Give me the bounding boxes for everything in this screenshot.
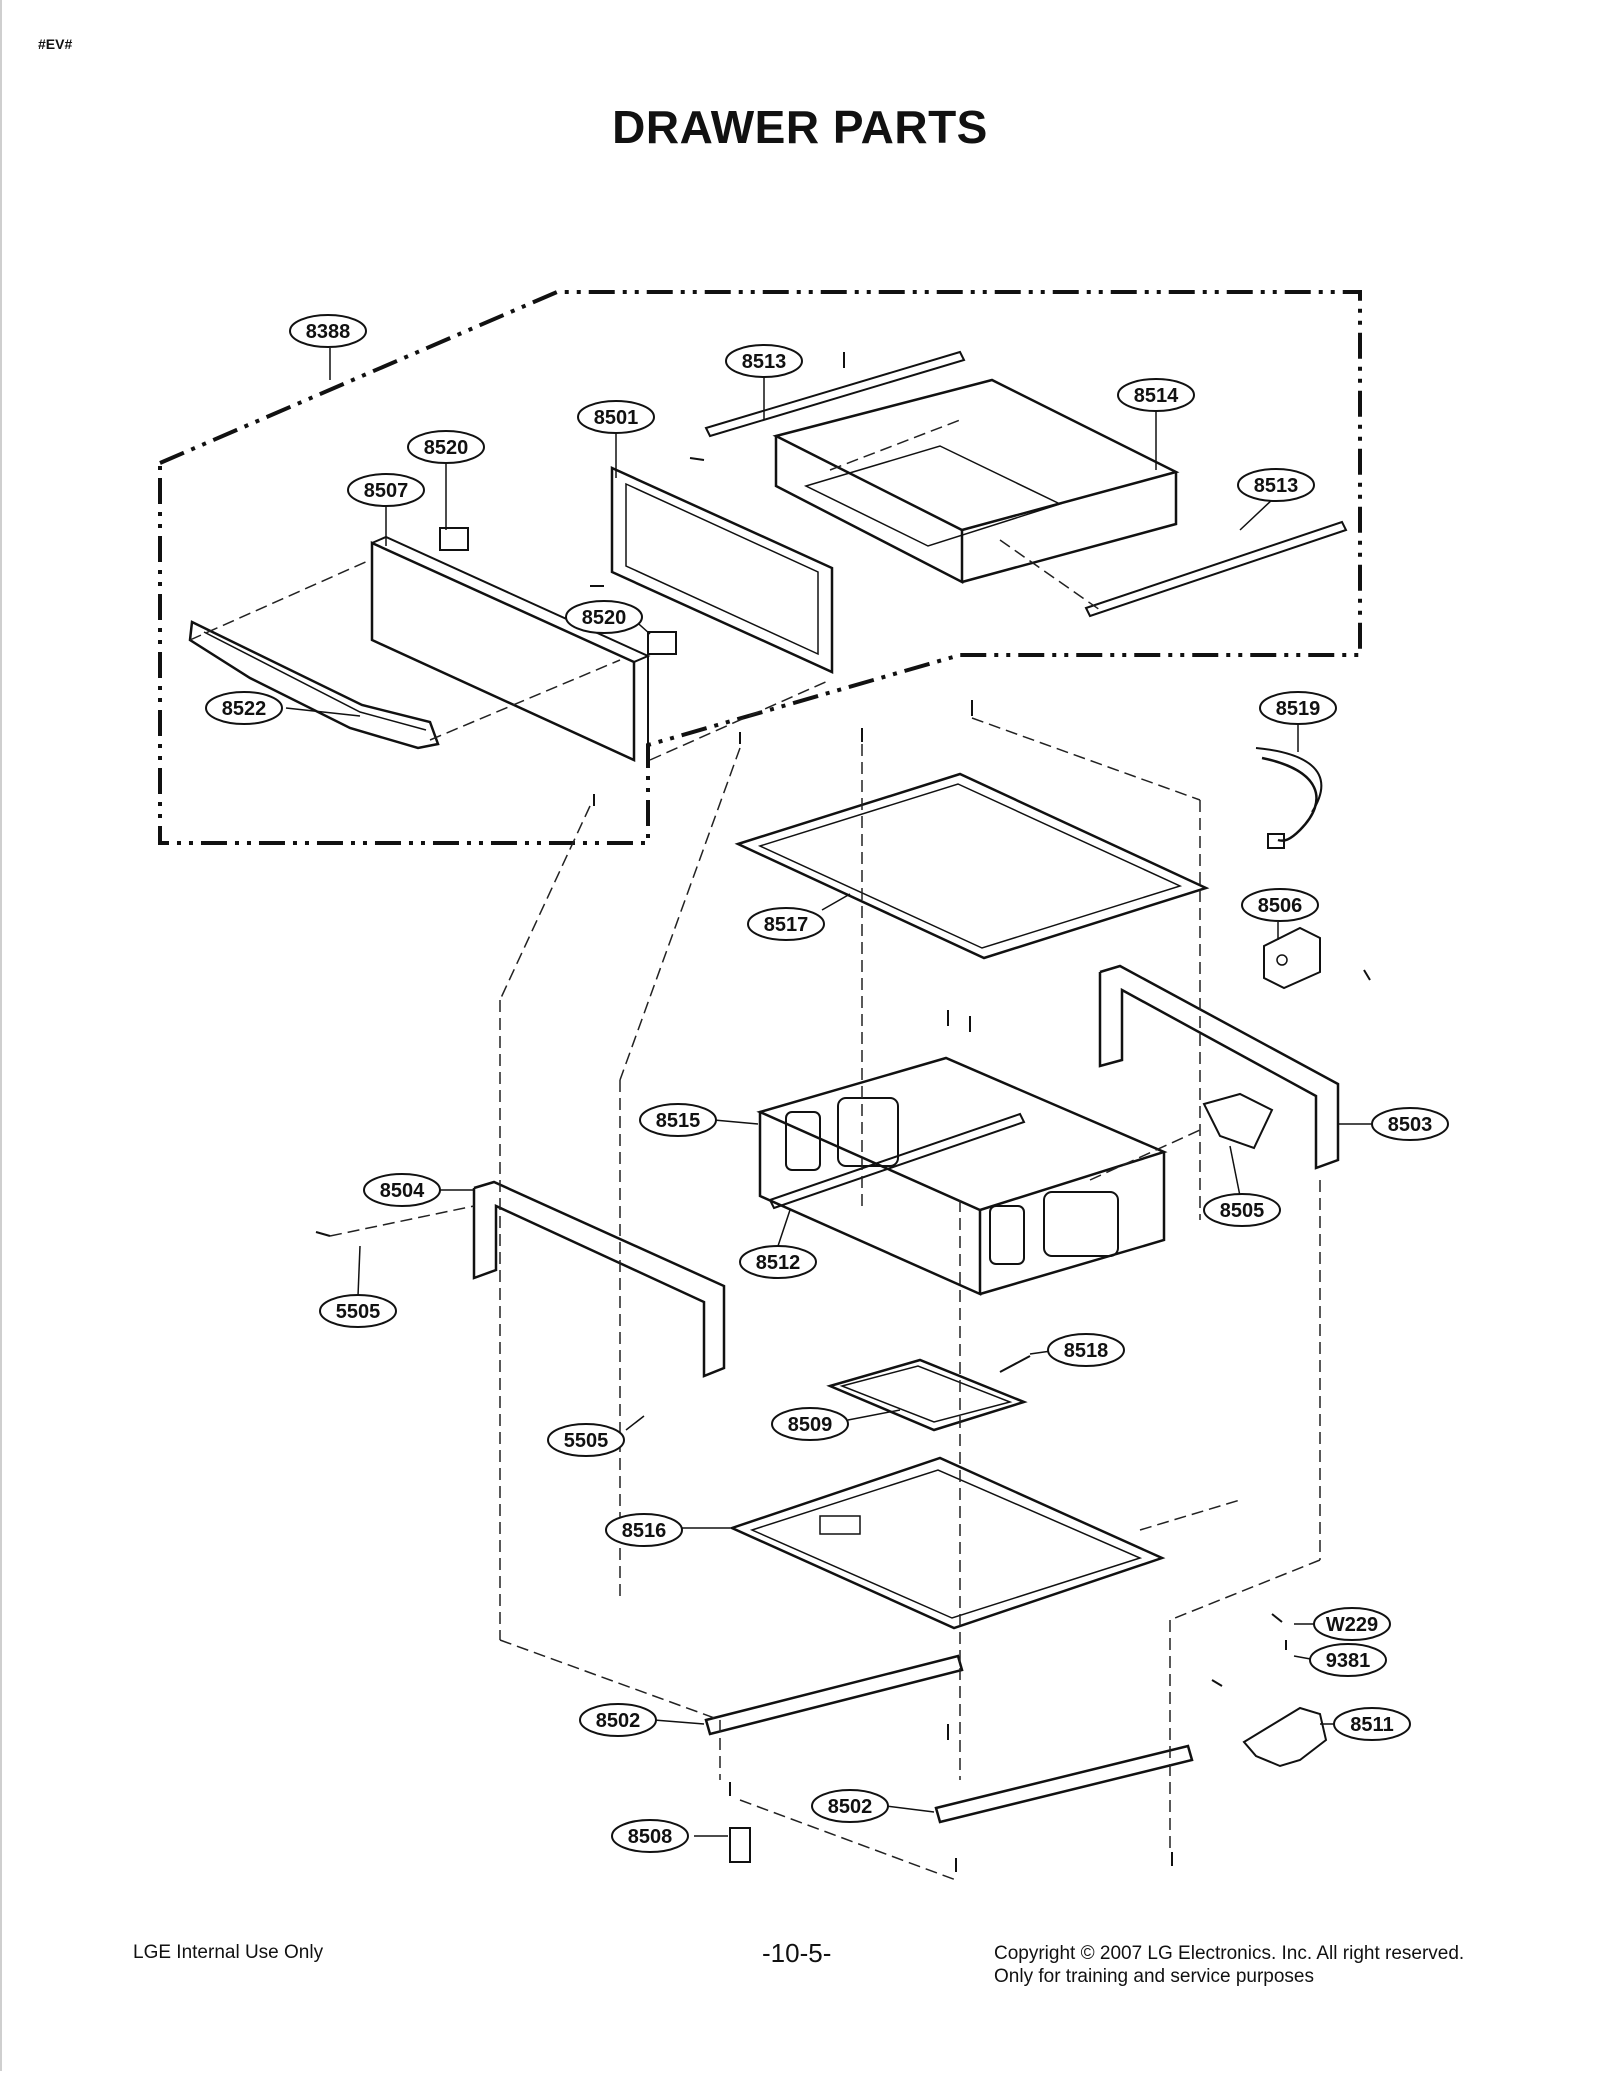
svg-text:8518: 8518 — [1064, 1340, 1109, 1362]
drawer-assembly-boundary — [158, 290, 1362, 845]
wire-harness-8519 — [1261, 756, 1318, 842]
callout-8520-lower: 8520 — [565, 600, 643, 634]
rail-8512 — [768, 1112, 1026, 1210]
callout-8520-upper: 8520 — [407, 430, 485, 464]
svg-text:8514: 8514 — [1134, 385, 1179, 407]
svg-text:8388: 8388 — [306, 321, 351, 343]
callout-8504: 8504 — [363, 1173, 441, 1207]
svg-text:8508: 8508 — [628, 1826, 673, 1848]
svg-text:8501: 8501 — [594, 407, 639, 429]
callout-8506: 8506 — [1241, 888, 1319, 922]
svg-text:8502: 8502 — [596, 1710, 641, 1732]
handle-8522 — [188, 620, 440, 750]
callout-8502-right: 8502 — [811, 1789, 889, 1823]
svg-text:8515: 8515 — [656, 1110, 701, 1132]
callout-5505-lower: 5505 — [547, 1423, 625, 1457]
callout-8502-left: 8502 — [579, 1703, 657, 1737]
page-title: DRAWER PARTS — [612, 101, 988, 153]
svg-text:8509: 8509 — [788, 1414, 833, 1436]
callout-8511: 8511 — [1333, 1707, 1411, 1741]
bottom-plate-8516 — [728, 1456, 1166, 1630]
footer-internal-use: LGE Internal Use Only — [133, 1942, 324, 1963]
svg-text:9381: 9381 — [1326, 1650, 1371, 1672]
bracket-8506 — [1263, 926, 1321, 990]
callout-8509: 8509 — [771, 1407, 849, 1441]
callout-W229: W229 — [1313, 1607, 1391, 1641]
frame-8501 — [610, 466, 834, 674]
callout-8513-right: 8513 — [1237, 468, 1315, 502]
bracket-8520-b — [647, 631, 677, 655]
svg-text:W229: W229 — [1326, 1614, 1378, 1636]
svg-text:8505: 8505 — [1220, 1200, 1265, 1222]
bracket-8511 — [1242, 1706, 1328, 1768]
svg-text:8513: 8513 — [1254, 475, 1299, 497]
callout-5505-left: 5505 — [319, 1294, 397, 1328]
callout-8501: 8501 — [577, 400, 655, 434]
svg-text:8522: 8522 — [222, 698, 267, 720]
callout-8503: 8503 — [1371, 1107, 1449, 1141]
svg-text:8513: 8513 — [742, 351, 787, 373]
callout-8512: 8512 — [739, 1245, 817, 1279]
drawer-box-8514 — [772, 378, 1180, 532]
callout-8513-upper: 8513 — [725, 344, 803, 378]
rail-8513-b — [1084, 520, 1348, 618]
bracket-8505 — [1202, 1092, 1274, 1150]
left-frame-8504 — [472, 1180, 726, 1378]
leveler-8508 — [729, 1827, 751, 1863]
svg-text:8511: 8511 — [1350, 1714, 1393, 1736]
callout-8522: 8522 — [205, 691, 283, 725]
callout-8515: 8515 — [639, 1103, 717, 1137]
svg-text:5505: 5505 — [564, 1430, 609, 1452]
callout-8507: 8507 — [347, 473, 425, 507]
callout-9381: 9381 — [1309, 1643, 1387, 1677]
callout-8508: 8508 — [611, 1819, 689, 1853]
svg-text:8502: 8502 — [828, 1796, 873, 1818]
copyright-line-2: Only for training and service purposes — [994, 1966, 1314, 1987]
right-frame-8503 — [1098, 964, 1340, 1170]
callout-8517: 8517 — [747, 907, 825, 941]
rail-8513-a — [704, 350, 966, 438]
bracket-8520-a — [439, 527, 469, 551]
callout-8519: 8519 — [1259, 691, 1337, 725]
svg-text:8517: 8517 — [764, 914, 809, 936]
callout-8388: 8388 — [289, 314, 367, 348]
svg-text:8506: 8506 — [1258, 895, 1303, 917]
svg-text:8520: 8520 — [424, 437, 469, 459]
svg-text:8512: 8512 — [756, 1252, 801, 1274]
svg-text:8507: 8507 — [364, 480, 409, 502]
front-panel-8507 — [370, 541, 636, 762]
svg-text:8503: 8503 — [1388, 1114, 1433, 1136]
page-number: -10-5- — [762, 1938, 832, 1968]
copyright-line-1: Copyright © 2007 LG Electronics. Inc. Al… — [994, 1943, 1465, 1964]
top-plate-8517 — [734, 772, 1210, 960]
callout-8514: 8514 — [1117, 378, 1195, 412]
svg-text:8504: 8504 — [380, 1180, 425, 1202]
callout-8518: 8518 — [1047, 1333, 1125, 1367]
svg-text:8519: 8519 — [1276, 698, 1321, 720]
svg-text:8516: 8516 — [622, 1520, 667, 1542]
svg-text:8520: 8520 — [582, 607, 627, 629]
svg-text:5505: 5505 — [336, 1301, 381, 1323]
callout-8516: 8516 — [605, 1513, 683, 1547]
rail-8502-a — [704, 1654, 964, 1736]
document-code: #EV# — [38, 36, 73, 52]
rail-8502-b — [934, 1744, 1194, 1824]
heater-element-8509 — [826, 1358, 1028, 1432]
callout-8505: 8505 — [1203, 1193, 1281, 1227]
copyright-notice: Copyright © 2007 LG Electronics. Inc. Al… — [994, 1942, 1464, 1988]
